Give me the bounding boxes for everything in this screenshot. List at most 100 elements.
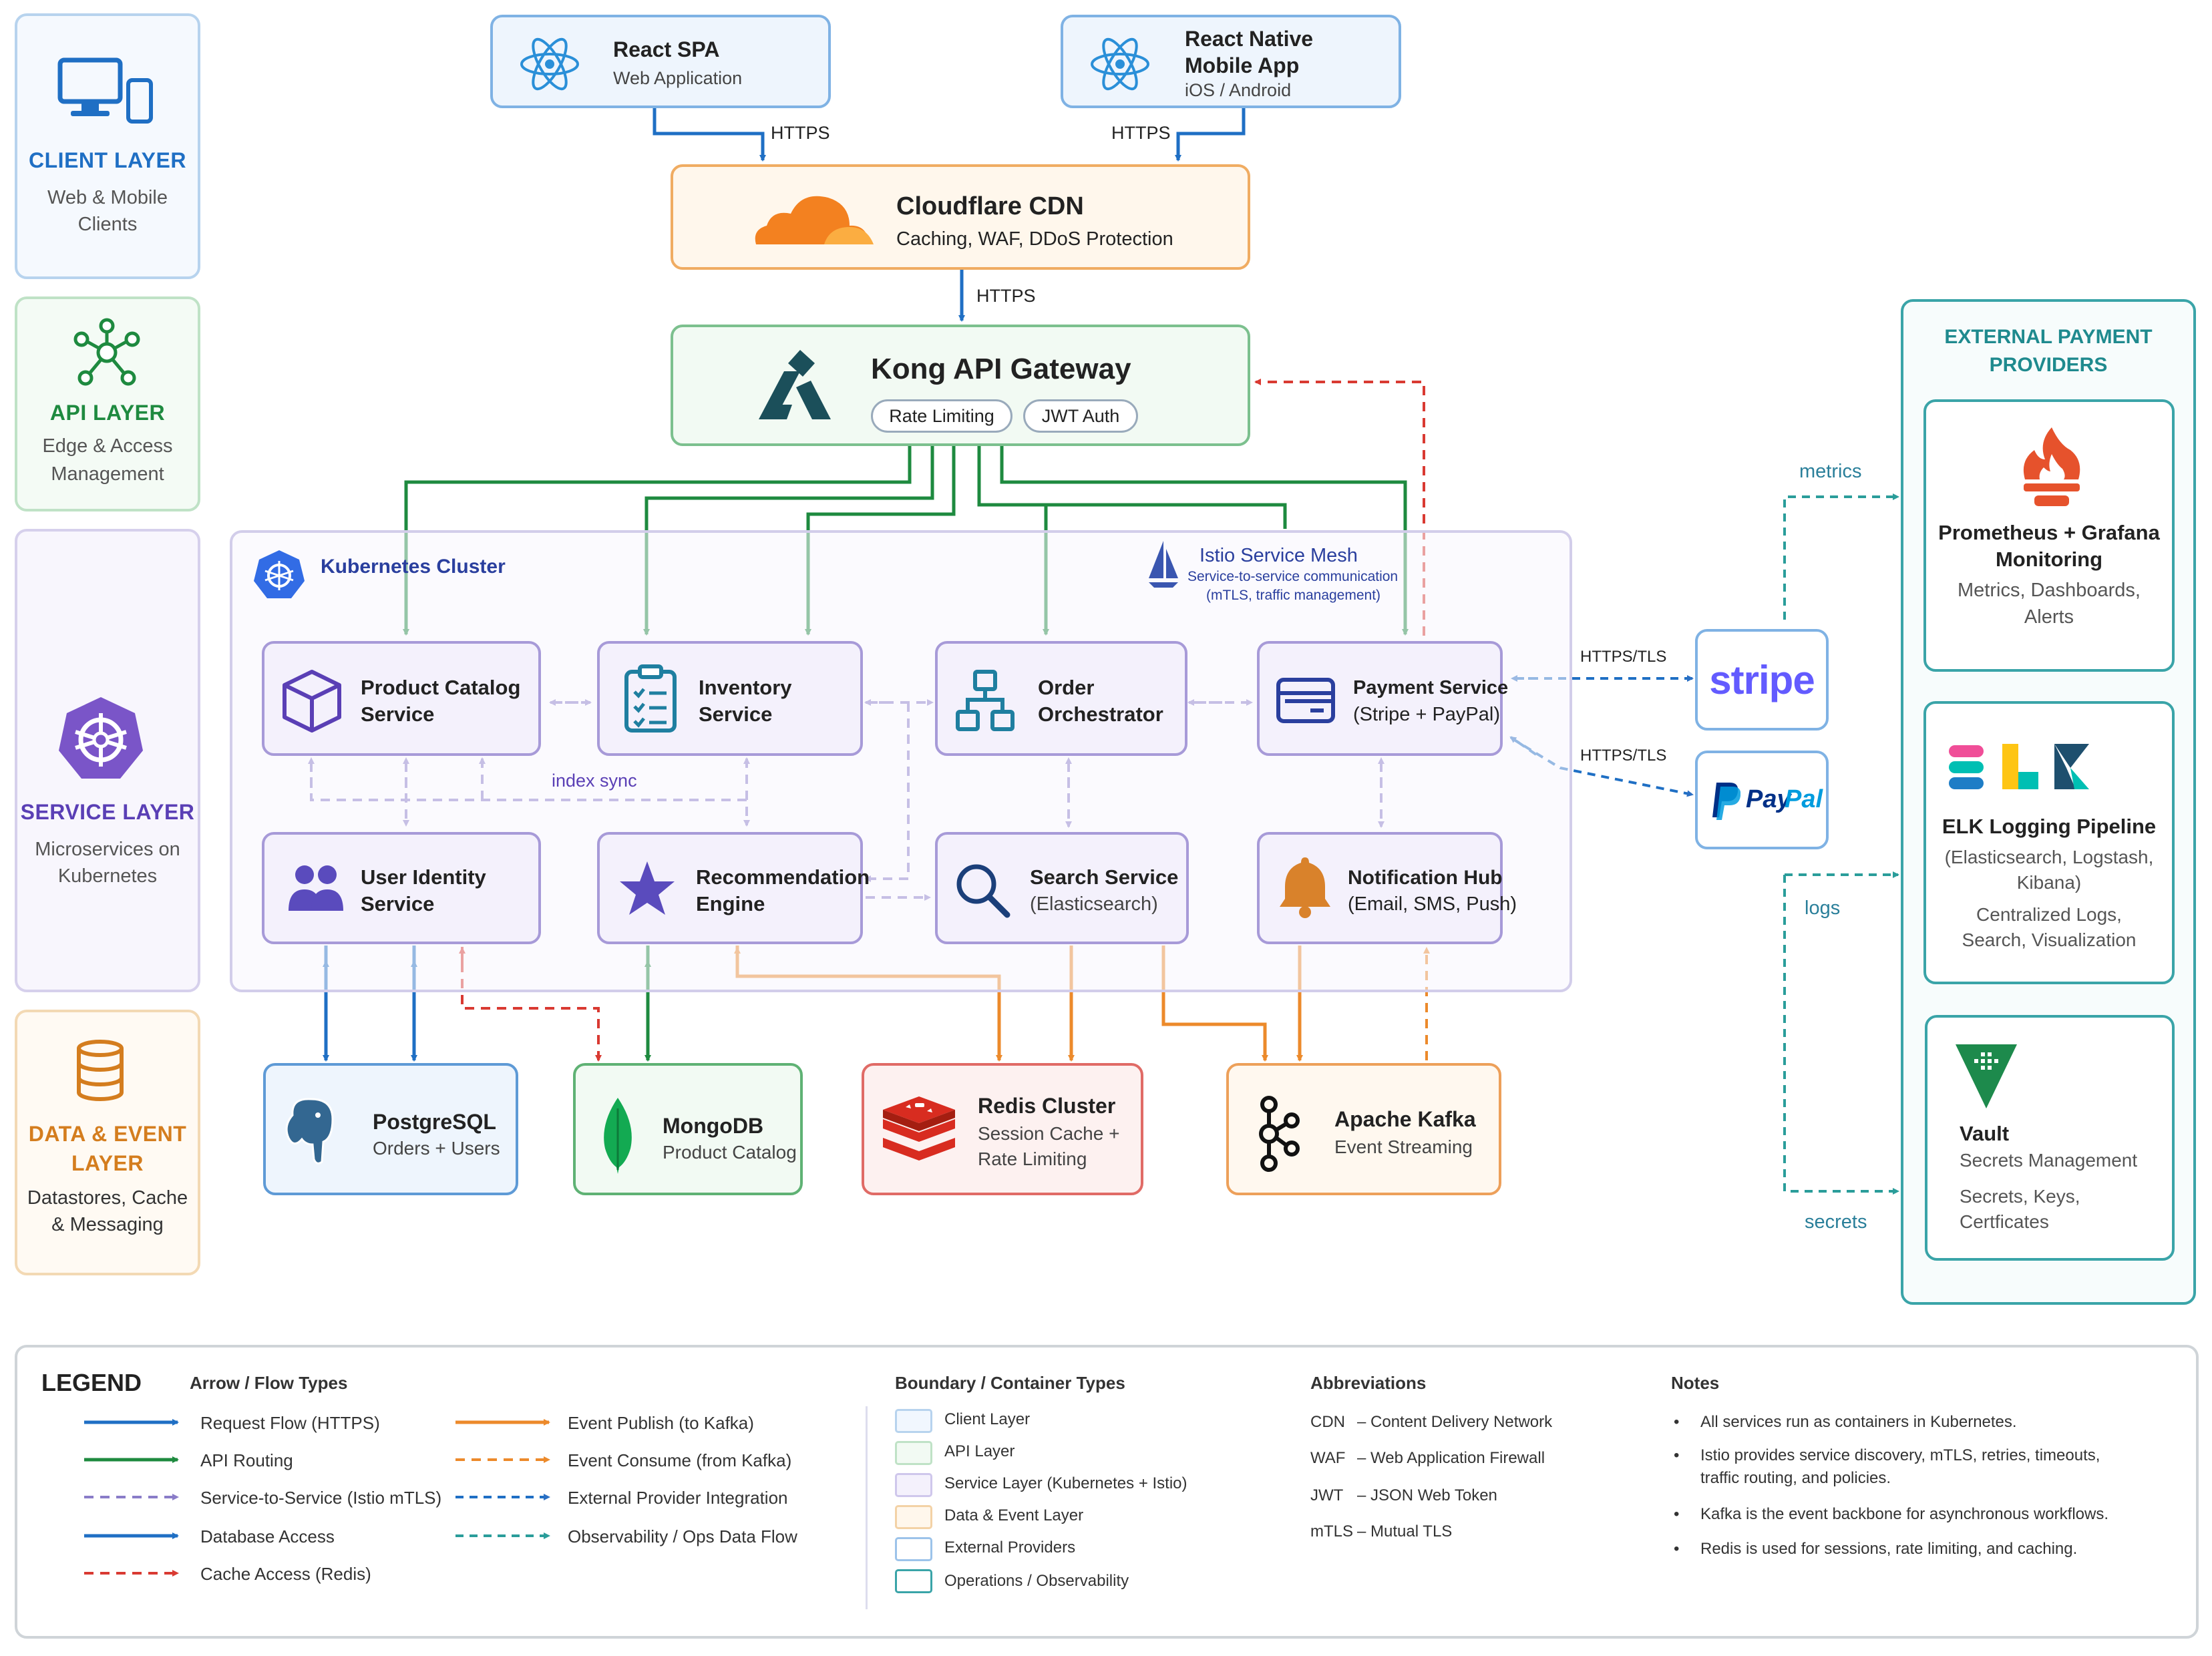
react-native-node[interactable]: React Native Mobile App iOS / Android bbox=[1061, 15, 1401, 108]
notification-hub[interactable]: Notification Hub (Email, SMS, Push) bbox=[1257, 832, 1517, 944]
elk-sub3: Centralized Logs, bbox=[1976, 904, 2122, 925]
elk-sub1: (Elasticsearch, Logstash, bbox=[1944, 847, 2154, 867]
legend-panel bbox=[15, 1345, 2199, 1639]
note-4: Redis is used for sessions, rate limitin… bbox=[1700, 1540, 2078, 1558]
paypal-provider[interactable]: Pay Pal bbox=[1695, 751, 1829, 849]
legend-arrow-external: External Provider Integration bbox=[568, 1488, 788, 1508]
postgresql-node[interactable]: PostgreSQL Orders + Users bbox=[263, 1063, 518, 1195]
abbr-jwt-key: JWT bbox=[1310, 1486, 1344, 1504]
edge-label-https-1: HTTPS bbox=[771, 123, 830, 143]
legend-notes-head: Notes bbox=[1671, 1373, 1720, 1393]
elk-sub2: Kibana) bbox=[2016, 872, 2082, 893]
order-orchestrator-service[interactable]: Order Orchestrator bbox=[935, 641, 1187, 756]
redis-sub1: Session Cache + bbox=[978, 1123, 1120, 1144]
swatch-client-layer bbox=[895, 1409, 932, 1433]
product-catalog-service[interactable]: Product Catalog Service bbox=[262, 641, 541, 756]
payment-service[interactable]: Payment Service (Stripe + PayPal) bbox=[1257, 641, 1508, 756]
kafka-sub: Event Streaming bbox=[1334, 1136, 1473, 1157]
legend-boundary-external: External Providers bbox=[944, 1538, 1076, 1557]
service-layer-sub2: Kubernetes bbox=[57, 865, 158, 887]
notify-name2: (Email, SMS, Push) bbox=[1348, 893, 1517, 915]
layer-panel-client bbox=[15, 13, 200, 279]
legend-arrow-cache: Cache Access (Redis) bbox=[200, 1564, 371, 1584]
service-layer-sub1: Microservices on bbox=[35, 839, 180, 860]
catalog-name1: Product Catalog bbox=[361, 676, 521, 699]
legend-title: LEGEND bbox=[41, 1369, 142, 1396]
ops-panel-title2: PROVIDERS bbox=[1989, 354, 2108, 376]
prom-sub1: Metrics, Dashboards, bbox=[1958, 580, 2141, 601]
ops-panel-title1: EXTERNAL PAYMENT bbox=[1944, 326, 2153, 348]
prom-sub2: Alerts bbox=[2024, 606, 2074, 628]
cluster-title: Kubernetes Cluster bbox=[321, 556, 506, 578]
recommend-name2: Engine bbox=[696, 892, 765, 915]
catalog-name2: Service bbox=[361, 702, 435, 726]
kafka-icon bbox=[1259, 1096, 1300, 1172]
network-hub-icon bbox=[73, 318, 140, 386]
search-name2: (Elasticsearch) bbox=[1030, 893, 1158, 915]
identity-name2: Service bbox=[361, 892, 435, 915]
redis-name: Redis Cluster bbox=[978, 1094, 1116, 1118]
cdn-name: Cloudflare CDN bbox=[896, 192, 1084, 220]
legend-boundary-head: Boundary / Container Types bbox=[895, 1373, 1125, 1393]
redis-cluster-node[interactable]: Redis Cluster Session Cache + Rate Limit… bbox=[862, 1063, 1143, 1195]
legend-arrows-head: Arrow / Flow Types bbox=[190, 1373, 348, 1393]
inventory-name2: Service bbox=[699, 702, 773, 726]
user-identity-service[interactable]: User Identity Service bbox=[262, 832, 541, 944]
edge-gw-orchestrator bbox=[977, 446, 1287, 529]
mongodb-node[interactable]: MongoDB Product Catalog bbox=[573, 1063, 803, 1195]
legend-arrow-consume: Event Consume (from Kafka) bbox=[568, 1450, 792, 1470]
postgresql-elephant-icon bbox=[285, 1098, 334, 1165]
payment-name1: Payment Service bbox=[1353, 677, 1509, 698]
paypal-p-icon bbox=[1712, 783, 1740, 820]
abbr-mtls-key: mTLS bbox=[1310, 1522, 1354, 1540]
swatch-api-layer bbox=[895, 1441, 932, 1465]
react-spa-sub: Web Application bbox=[613, 68, 743, 88]
recommendation-engine[interactable]: Recommendation Engine bbox=[597, 832, 870, 944]
prom-name1: Prometheus + Grafana bbox=[1938, 521, 2160, 544]
note-2a: Istio provides service discovery, mTLS, … bbox=[1700, 1446, 2100, 1464]
edge-label-https-2: HTTPS bbox=[1111, 123, 1171, 143]
client-layer-sub1: Web & Mobile bbox=[47, 187, 168, 208]
inventory-name1: Inventory bbox=[699, 676, 792, 699]
legend-boundary-service: Service Layer (Kubernetes + Istio) bbox=[944, 1474, 1187, 1492]
api-layer-sub2: Management bbox=[51, 463, 164, 485]
prometheus-grafana-node[interactable]: Prometheus + Grafana Monitoring Metrics,… bbox=[1923, 399, 2175, 672]
kong-gateway-node[interactable]: Kong API Gateway Rate Limiting JWT Auth bbox=[671, 325, 1250, 446]
note-1: All services run as containers in Kubern… bbox=[1700, 1413, 2017, 1431]
elk-stack-icon bbox=[1949, 744, 2089, 789]
elk-sub4: Search, Visualization bbox=[1962, 929, 2137, 950]
identity-name1: User Identity bbox=[361, 865, 486, 889]
stripe-provider[interactable]: stripe bbox=[1695, 629, 1829, 731]
search-name1: Search Service bbox=[1030, 865, 1179, 889]
client-layer-sub2: Clients bbox=[77, 214, 138, 235]
paypal-logo-b: Pal bbox=[1785, 785, 1823, 813]
legend-divider bbox=[866, 1406, 868, 1609]
legend-abbr-head: Abbreviations bbox=[1310, 1373, 1427, 1393]
hierarchy-icon bbox=[956, 670, 1015, 731]
data-layer-title2: LAYER bbox=[71, 1151, 144, 1175]
cloudflare-cdn-node[interactable]: Cloudflare CDN Caching, WAF, DDoS Protec… bbox=[671, 164, 1250, 270]
kubernetes-wheel-icon bbox=[254, 550, 305, 598]
edge-label-https-3: HTTPS bbox=[976, 286, 1036, 306]
react-spa-node[interactable]: React SPA Web Application bbox=[490, 15, 831, 108]
note-bullet-3: • bbox=[1674, 1505, 1680, 1523]
vault-node[interactable]: Vault Secrets Management Secrets, Keys, … bbox=[1925, 1015, 2175, 1261]
data-layer-title1: DATA & EVENT bbox=[28, 1122, 187, 1146]
note-2b: traffic routing, and policies. bbox=[1700, 1469, 1891, 1487]
clipboard-checklist-icon bbox=[624, 664, 677, 733]
inventory-service[interactable]: Inventory Service bbox=[597, 641, 863, 756]
flame-icon bbox=[2023, 427, 2080, 506]
abbr-waf-key: WAF bbox=[1310, 1449, 1346, 1467]
legend-arrow-swatches-right bbox=[455, 1419, 550, 1539]
stripe-logo: stripe bbox=[1709, 658, 1815, 702]
postgres-sub: Orders + Users bbox=[373, 1138, 500, 1159]
elk-logging-node[interactable]: ELK Logging Pipeline (Elasticsearch, Log… bbox=[1923, 701, 2175, 984]
ops-logs-secrets bbox=[1783, 875, 1899, 1195]
apache-kafka-node[interactable]: Apache Kafka Event Streaming bbox=[1226, 1063, 1501, 1195]
note-bullet-1: • bbox=[1674, 1413, 1680, 1431]
credit-card-icon bbox=[1276, 678, 1335, 723]
swatch-ops bbox=[895, 1569, 932, 1593]
vault-icon bbox=[1956, 1044, 2017, 1108]
edge-spa-cdn bbox=[653, 107, 766, 162]
search-service[interactable]: Search Service (Elasticsearch) bbox=[935, 832, 1189, 944]
